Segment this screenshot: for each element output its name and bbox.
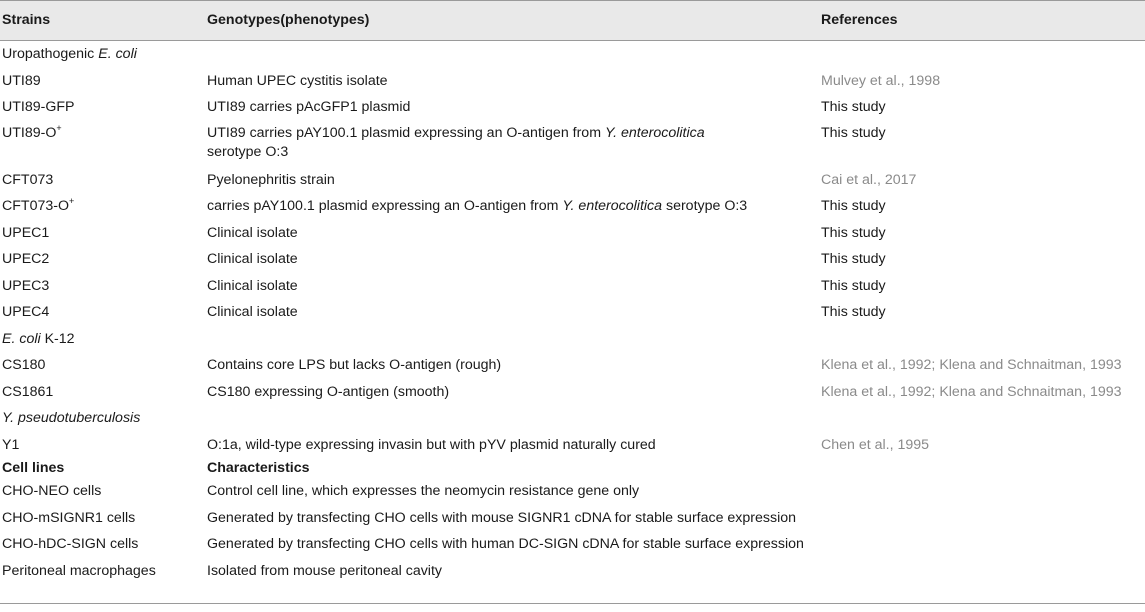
- table-row: UPEC1 Clinical isolate This study: [0, 220, 1145, 247]
- genotype: Clinical isolate: [207, 304, 298, 320]
- strain-name: CFT073: [2, 171, 54, 188]
- table-bottom-rule: [0, 603, 1145, 604]
- table-row: CS180 Contains core LPS but lacks O-anti…: [0, 352, 1145, 379]
- cell-line-name: CHO-NEO cells: [2, 483, 102, 499]
- group-k12: E. coli K-12: [0, 326, 1145, 353]
- genotype: UTI89 carries pAY100.1 plasmid expressin…: [207, 124, 705, 160]
- group-label: Y. pseudotuberculosis: [2, 410, 141, 426]
- strain-name: UPEC2: [2, 251, 50, 267]
- header-strains: Strains: [2, 12, 51, 28]
- table-row: Y1 O:1a, wild-type expressing invasin bu…: [0, 432, 1145, 459]
- reference: This study: [821, 198, 886, 214]
- cell-line-row: Peritoneal macrophages Isolated from mou…: [0, 558, 1145, 585]
- header-cell-lines: Cell lines: [2, 460, 65, 476]
- genotype: Clinical isolate: [207, 224, 298, 241]
- strain-name: CFT073-O+: [2, 196, 75, 215]
- genotype: CS180 expressing O-antigen (smooth): [207, 383, 450, 400]
- strain-name: UPEC3: [2, 277, 50, 294]
- cell-line-desc: Generated by transfecting CHO cells with…: [207, 536, 804, 552]
- reference: This study: [821, 277, 886, 294]
- strain-name: UTI89-GFP: [2, 99, 75, 115]
- reference-link[interactable]: Klena et al., 1992; Klena and Schnaitman…: [821, 357, 1122, 373]
- table-row: UPEC2 Clinical isolate This study: [0, 246, 1145, 273]
- genotype: Contains core LPS but lacks O-antigen (r…: [207, 357, 502, 373]
- genotype: Clinical isolate: [207, 277, 298, 294]
- group-label: Uropathogenic E. coli: [2, 46, 137, 62]
- header-genotypes: Genotypes(phenotypes): [207, 12, 370, 28]
- strain-name: CS180: [2, 357, 46, 373]
- genotype: Human UPEC cystitis isolate: [207, 72, 388, 89]
- strain-name: UTI89: [2, 72, 41, 89]
- cell-line-name: CHO-mSIGNR1 cells: [2, 509, 136, 526]
- cell-line-row: CHO-hDC-SIGN cells Generated by transfec…: [0, 531, 1145, 558]
- genotype: O:1a, wild-type expressing invasin but w…: [207, 436, 656, 453]
- reference-link[interactable]: Chen et al., 1995: [821, 436, 930, 453]
- strain-name: UPEC4: [2, 304, 50, 320]
- table-row: CFT073 Pyelonephritis strain Cai et al.,…: [0, 167, 1145, 194]
- group-yersinia: Y. pseudotuberculosis: [0, 405, 1145, 432]
- table-row: CFT073-O+ carries pAY100.1 plasmid expre…: [0, 193, 1145, 220]
- strain-name: CS1861: [2, 383, 54, 400]
- table-row: UTI89-O+ UTI89 carries pAY100.1 plasmid …: [0, 121, 1145, 167]
- genotype: Clinical isolate: [207, 251, 298, 267]
- reference-link[interactable]: Mulvey et al., 1998: [821, 72, 941, 89]
- reference-link[interactable]: Klena et al., 1992; Klena and Schnaitman…: [821, 383, 1122, 400]
- cell-line-name: CHO-hDC-SIGN cells: [2, 536, 139, 552]
- genotype: Pyelonephritis strain: [207, 171, 335, 188]
- reference: This study: [821, 251, 886, 267]
- cell-line-desc: Isolated from mouse peritoneal cavity: [207, 562, 442, 579]
- reference-link[interactable]: Cai et al., 2017: [821, 171, 917, 188]
- reference: This study: [821, 124, 886, 141]
- reference: This study: [821, 224, 886, 241]
- group-label: E. coli K-12: [2, 330, 75, 347]
- genotype: UTI89 carries pAcGFP1 plasmid: [207, 99, 411, 115]
- cell-line-name: Peritoneal macrophages: [2, 562, 156, 579]
- header-references: References: [821, 12, 898, 28]
- cell-line-desc: Control cell line, which expresses the n…: [207, 483, 640, 499]
- strain-name: Y1: [2, 436, 20, 453]
- table-header: Strains Genotypes(phenotypes) References: [0, 0, 1145, 41]
- table-row: UPEC3 Clinical isolate This study: [0, 273, 1145, 300]
- cell-lines-header: Cell lines Characteristics: [0, 458, 1145, 478]
- cell-line-desc: Generated by transfecting CHO cells with…: [207, 509, 797, 526]
- cell-line-row: CHO-NEO cells Control cell line, which e…: [0, 478, 1145, 505]
- cell-line-row: CHO-mSIGNR1 cells Generated by transfect…: [0, 505, 1145, 532]
- table-row: CS1861 CS180 expressing O-antigen (smoot…: [0, 379, 1145, 406]
- group-upec: Uropathogenic E. coli: [0, 41, 1145, 68]
- table-row: UTI89-GFP UTI89 carries pAcGFP1 plasmid …: [0, 94, 1145, 121]
- genotype: carries pAY100.1 plasmid expressing an O…: [207, 198, 748, 214]
- header-characteristics: Characteristics: [207, 460, 310, 476]
- reference: This study: [821, 99, 886, 115]
- reference: This study: [821, 304, 886, 320]
- table-row: UPEC4 Clinical isolate This study: [0, 299, 1145, 326]
- table-row: UTI89 Human UPEC cystitis isolate Mulvey…: [0, 68, 1145, 95]
- strain-name: UTI89-O+: [2, 122, 62, 141]
- strain-name: UPEC1: [2, 224, 50, 241]
